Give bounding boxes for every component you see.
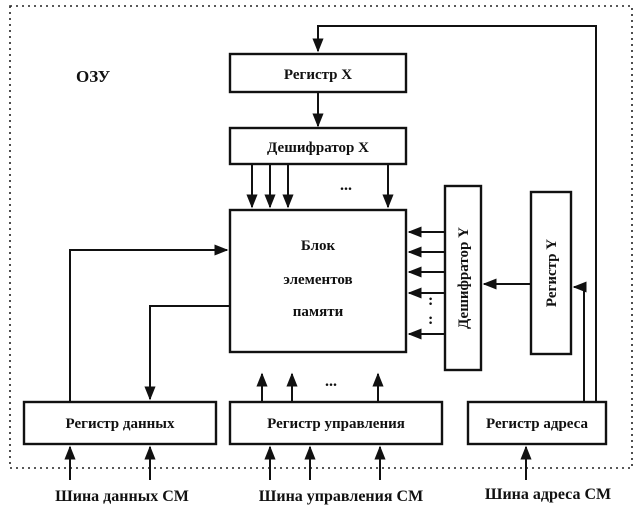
control-register-label: Регистр управления — [267, 416, 405, 432]
register-y-label: Регистр Y — [544, 239, 560, 307]
decoder-x-box — [228, 126, 408, 166]
arrow-mem-to-datareg — [144, 305, 230, 401]
decx-columns-ellipsis: ... — [340, 177, 352, 194]
data-register-box — [22, 400, 218, 446]
decoder-y-box — [443, 184, 483, 372]
memory-block-label-line1: Блок — [301, 238, 336, 254]
data-bus-label: Шина данных СМ — [55, 488, 189, 505]
control-register-box — [228, 400, 444, 446]
decy-rows-dots-2: : — [428, 311, 433, 328]
arrow-datareg-to-mem — [69, 244, 229, 402]
arrow-addr-to-regx — [312, 25, 597, 402]
control-bus-label: Шина управления СМ — [259, 488, 423, 505]
ctrl-lines-ellipsis: ... — [325, 373, 337, 390]
address-bus-label: Шина адреса СМ — [485, 486, 611, 503]
memory-block-label-line3: памяти — [293, 304, 344, 320]
address-register-box — [466, 400, 608, 446]
ram-boundary — [9, 5, 633, 469]
decoder-y-label: Дешифратор Y — [456, 227, 472, 329]
memory-block-label-line2: элементов — [283, 272, 352, 288]
diagram-title: ОЗУ — [76, 67, 111, 86]
decoder-x-label: Дешифратор X — [267, 140, 369, 156]
memory-block-box — [228, 208, 408, 354]
address-register-label: Регистр адреса — [486, 416, 588, 432]
decy-rows-dots-1: : — [428, 292, 433, 309]
register-y-box — [529, 190, 573, 356]
arrow-addr-to-regy — [572, 281, 587, 402]
register-x-label: Регистр X — [284, 67, 352, 83]
data-register-label: Регистр данных — [66, 416, 175, 432]
